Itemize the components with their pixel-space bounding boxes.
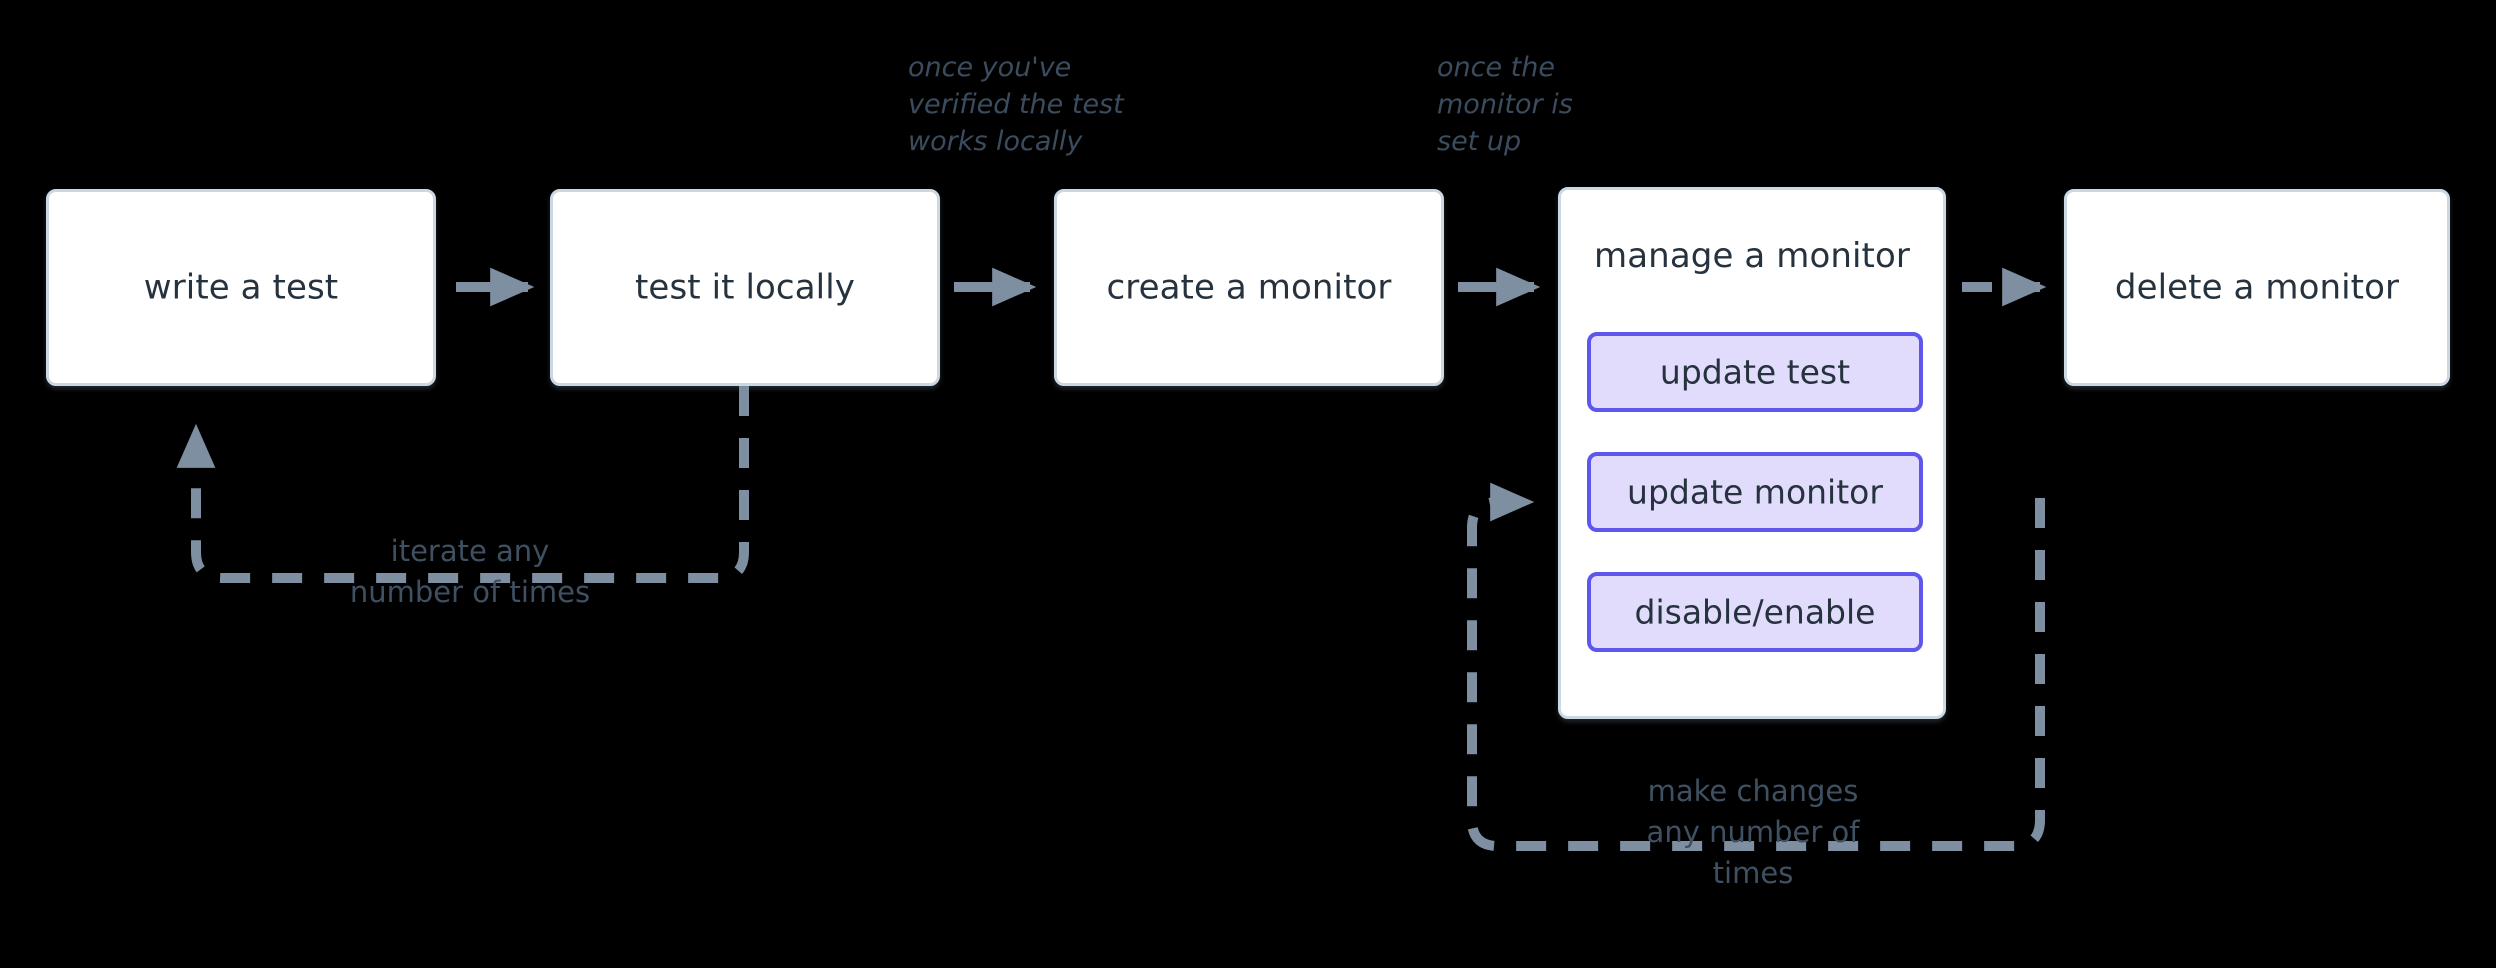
sub-node-disable-enable-label: disable/enable xyxy=(1634,592,1876,632)
sub-node-update-test-label: update test xyxy=(1659,352,1851,392)
node-delete-a-monitor[interactable]: delete a monitor xyxy=(2064,189,2450,386)
annotation-verified: once you've verified the test works loca… xyxy=(908,52,1124,157)
sub-node-update-test[interactable]: update test xyxy=(1587,332,1923,412)
node-test-it-locally[interactable]: test it locally xyxy=(550,189,940,386)
node-write-a-test[interactable]: write a test xyxy=(46,189,436,386)
node-delete-a-monitor-label: delete a monitor xyxy=(2114,266,2400,307)
caption-make-changes: make changes any number of times xyxy=(1646,774,1860,891)
sub-node-update-monitor-label: update monitor xyxy=(1627,472,1883,512)
node-manage-a-monitor[interactable]: manage a monitor update test update moni… xyxy=(1558,187,1946,719)
sub-node-update-monitor[interactable]: update monitor xyxy=(1587,452,1923,532)
node-manage-a-monitor-label: manage a monitor xyxy=(1594,236,1910,276)
node-create-a-monitor-label: create a monitor xyxy=(1106,266,1392,307)
caption-iterate: iterate any number of times xyxy=(349,534,591,610)
node-write-a-test-label: write a test xyxy=(143,266,339,307)
node-create-a-monitor[interactable]: create a monitor xyxy=(1054,189,1444,386)
node-test-it-locally-label: test it locally xyxy=(635,266,855,307)
annotation-monitor-setup: once the monitor is set up xyxy=(1437,52,1573,157)
sub-node-disable-enable[interactable]: disable/enable xyxy=(1587,572,1923,652)
